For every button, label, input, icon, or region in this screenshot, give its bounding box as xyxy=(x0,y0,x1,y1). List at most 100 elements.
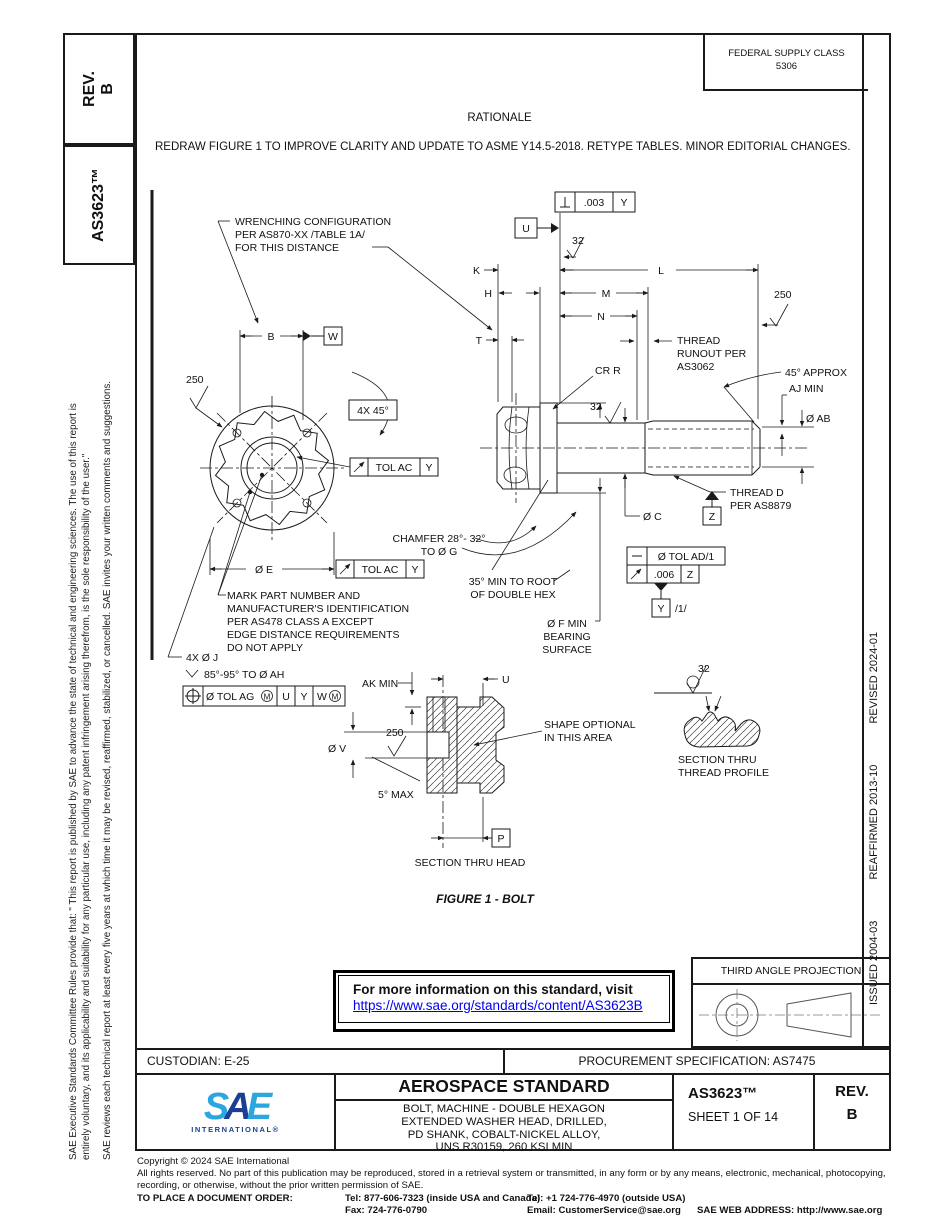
finish-250-left: 250 xyxy=(186,374,204,386)
dim-p-label: P xyxy=(497,833,504,845)
position-icon xyxy=(185,688,201,704)
wrenching-note-line1: WRENCHING CONFIGURATION xyxy=(235,216,391,228)
runout-line1: THREAD xyxy=(677,335,721,347)
countersink-icon xyxy=(185,669,199,678)
section-thread-caption1: SECTION THRU xyxy=(678,754,757,766)
disclaimer-line-2: entirely voluntary, and its applicabilit… xyxy=(80,453,92,1160)
thread-d-line2: PER AS8879 xyxy=(730,500,791,512)
hex-note-line1: 35° MIN TO ROOT xyxy=(469,576,558,588)
third-angle-projection-box: THIRD ANGLE PROJECTION xyxy=(691,957,891,1048)
perpendicularity-fcf: .003 Y xyxy=(554,191,636,213)
chamfer-note: CHAMFER 28°- 32° TO Ø G xyxy=(392,511,577,558)
datum-u-flag: U xyxy=(514,217,559,239)
disclaimer-line-3: SAE reviews each technical report at lea… xyxy=(102,380,113,1160)
datum-u-label: U xyxy=(522,223,530,235)
dim-f-line1: Ø F MIN xyxy=(547,618,587,630)
section-thread-caption2: THREAD PROFILE xyxy=(678,767,769,779)
tab-standard-number: AS3623™ xyxy=(63,145,135,265)
section-thru-thread: 32 SECTION THRU THREAD PROFILE xyxy=(654,663,769,779)
federal-supply-class-box: FEDERAL SUPPLY CLASS 5306 xyxy=(703,35,868,91)
cr-r-label: CR R xyxy=(595,365,621,377)
hex-note-line2: OF DOUBLE HEX xyxy=(470,589,555,601)
tolac-upper-datum: Y xyxy=(425,462,432,474)
bolt-side-view xyxy=(480,393,808,503)
position-tolerance: Ø TOL AG xyxy=(206,691,254,703)
runout-datum: Z xyxy=(687,569,694,581)
sae-logo: SAE INTERNATIONAL® xyxy=(137,1075,336,1149)
dim-aj: AJ MIN xyxy=(779,383,823,456)
sae-logo-international: INTERNATIONAL® xyxy=(191,1125,280,1134)
wrenching-note: WRENCHING CONFIGURATION PER AS870-XX /TA… xyxy=(217,216,493,331)
chamfer-line1: CHAMFER 28°- 32° xyxy=(392,533,485,545)
fax: Fax: 724-776-0790 xyxy=(345,1205,428,1216)
corner-radius-note: CR R xyxy=(552,365,621,410)
custodian: CUSTODIAN: E-25 xyxy=(137,1050,505,1073)
title-block: CUSTODIAN: E-25 PROCUREMENT SPECIFICATIO… xyxy=(135,1048,891,1154)
email: Email: CustomerService@sae.org xyxy=(527,1205,681,1216)
circular-runout-fcf: .006 Z xyxy=(626,564,700,584)
dim-c: Ø C xyxy=(622,408,662,523)
runout-icon xyxy=(630,568,642,580)
sae-logo-word: SAE xyxy=(203,1086,272,1128)
finish-250-right: 250 xyxy=(774,289,792,301)
rev-block-value: B xyxy=(846,1106,858,1123)
more-info-box: For more information on this standard, v… xyxy=(333,970,675,1032)
dim-ab-label: Ø AB xyxy=(806,413,831,425)
doc-subtitle-4: UNS R30159, 260 KSI MIN xyxy=(435,1141,573,1154)
runout-fcf-upper: TOL AC Y xyxy=(296,455,439,477)
section-head-caption: SECTION THRU HEAD xyxy=(415,857,526,869)
drilled-holes-note: 4X Ø J 85°-95° TO Ø AH Ø TOL AG M U Y W … xyxy=(167,526,346,707)
tolac-lower-text: TOL AC xyxy=(362,564,399,576)
doc-subtitle-2: EXTENDED WASHER HEAD, DRILLED, xyxy=(401,1115,607,1128)
approx-45-label: 45° APPROX xyxy=(785,367,847,379)
runout-line3: AS3062 xyxy=(677,361,715,373)
doc-number: AS3623™ xyxy=(688,1085,758,1102)
rationale-text: REDRAW FIGURE 1 TO IMPROVE CLARITY AND U… xyxy=(155,141,851,153)
dim-e-label: Ø E xyxy=(255,564,273,576)
position-datum3: W xyxy=(317,691,327,703)
section-thru-head: AK MIN U Ø V 250 5° MAX xyxy=(328,672,636,869)
mark-note-line2: MANUFACTURER'S IDENTIFICATION xyxy=(227,603,409,615)
web-address: SAE WEB ADDRESS: http://www.sae.org xyxy=(697,1205,883,1216)
perpendicularity-icon xyxy=(560,197,570,208)
sheet-number: SHEET 1 OF 14 xyxy=(688,1110,779,1124)
surface-finish-250-right: 250 xyxy=(761,289,792,328)
doc-type: AEROSPACE STANDARD xyxy=(336,1075,672,1101)
holes-label: 4X Ø J xyxy=(186,652,218,664)
straightness-tolerance: Ø TOL AD/1 xyxy=(658,551,715,563)
dim-f-bearing: Ø F MIN BEARING SURFACE xyxy=(542,402,606,656)
finish-32-thread: 32 xyxy=(698,663,710,675)
mark-note-line5: DO NOT APPLY xyxy=(227,642,303,654)
surface-finish-250-left: 250 xyxy=(186,374,223,428)
dim-n: N xyxy=(559,311,638,323)
dim-ab: Ø AB xyxy=(762,410,831,484)
more-info-text: For more information on this standard, v… xyxy=(353,982,633,997)
chamfer-4x45-label: 4X 45° xyxy=(357,405,389,417)
datum-y-label: Y xyxy=(657,603,664,615)
outer-right-line xyxy=(889,33,891,1151)
dim-u2-label: U xyxy=(502,674,510,686)
doc-subtitle-1: BOLT, MACHINE - DOUBLE HEXAGON xyxy=(403,1103,605,1115)
dim-aj-label: AJ MIN xyxy=(789,383,823,395)
disclaimer-line-1: SAE Executive Standards Committee Rules … xyxy=(68,403,79,1160)
fsc-label: FEDERAL SUPPLY CLASS xyxy=(728,48,845,59)
standard-link[interactable]: https://www.sae.org/standards/content/AS… xyxy=(353,998,643,1013)
dim-t-label: T xyxy=(476,335,483,347)
fsc-number: 5306 xyxy=(775,61,798,72)
mark-note-line1: MARK PART NUMBER AND xyxy=(227,590,360,602)
tolac-lower-datum: Y xyxy=(411,564,418,576)
finish-250-section: 250 xyxy=(386,727,404,739)
figure-caption: FIGURE 1 - BOLT xyxy=(436,892,535,906)
mark-note-line4: EDGE DISTANCE REQUIREMENTS xyxy=(227,629,400,641)
dim-v-label: Ø V xyxy=(328,743,346,755)
bolt-end-view xyxy=(200,396,344,540)
standard-number: AS3623™ xyxy=(90,168,108,242)
procurement-spec: PROCUREMENT SPECIFICATION: AS7475 xyxy=(578,1054,816,1068)
chamfer-45-note: 45° APPROX xyxy=(723,367,847,423)
dim-c-label: Ø C xyxy=(643,511,662,523)
perp-datum: Y xyxy=(620,197,627,209)
tel-inside: Tel: 877-606-7323 (inside USA and Canada… xyxy=(345,1193,541,1204)
thread-runout-note: THREAD RUNOUT PER AS3062 xyxy=(620,335,747,373)
finish-32-shank: 32 xyxy=(590,401,602,413)
